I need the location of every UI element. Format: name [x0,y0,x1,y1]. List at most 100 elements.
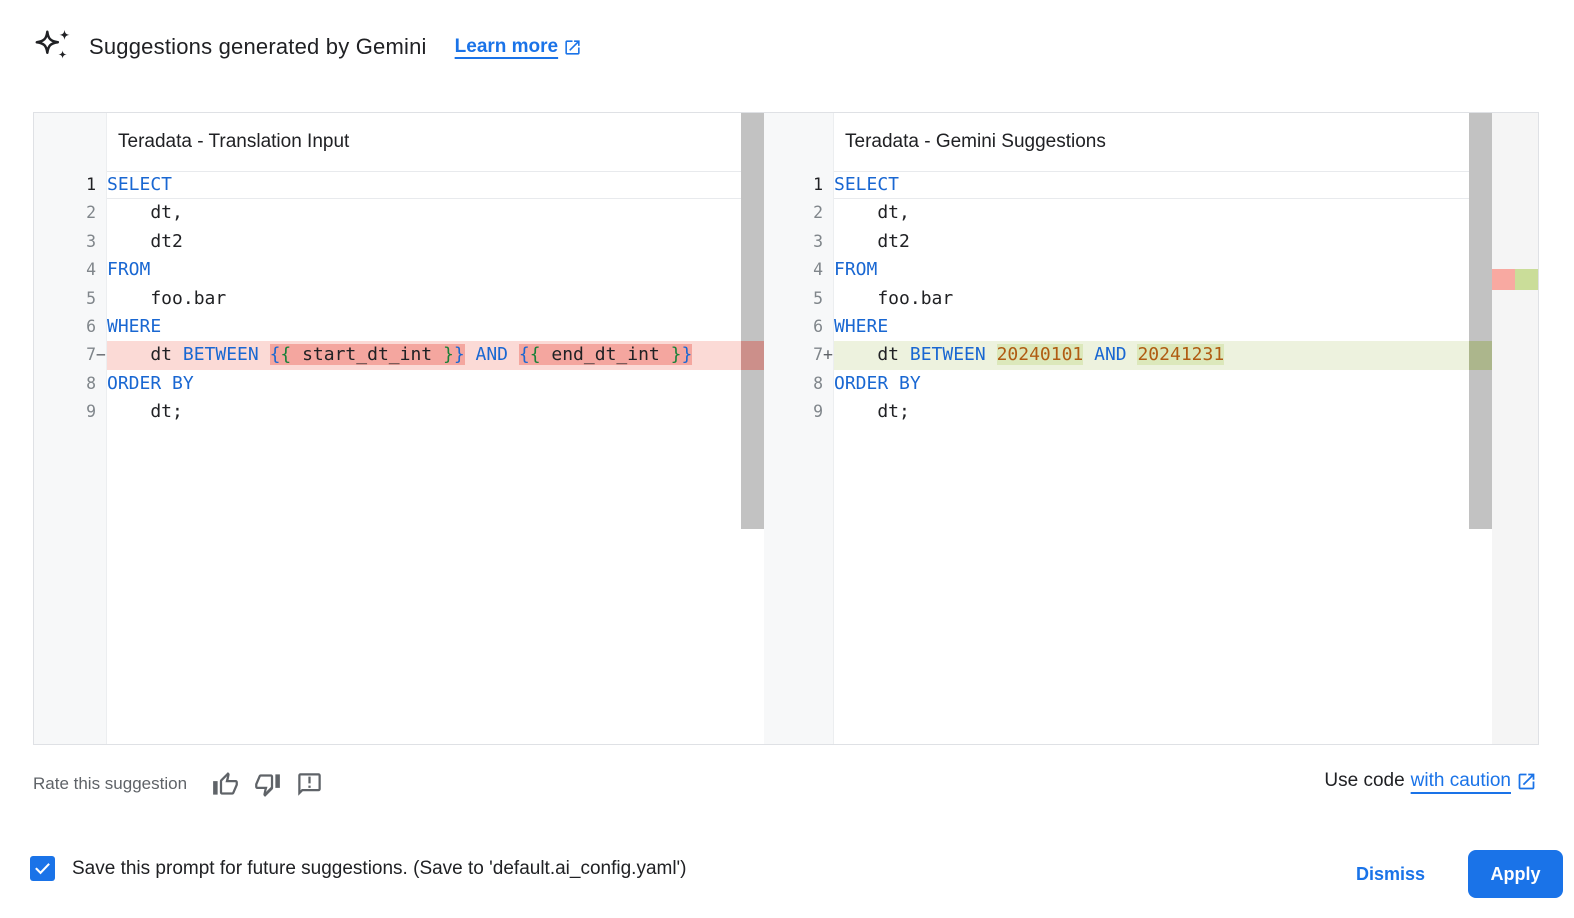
code-line: dt; [834,398,1469,426]
diff-added-scroll-mark [1469,341,1492,370]
save-prompt-label: Save this prompt for future suggestions.… [72,857,687,879]
overview-added-mark [1515,269,1538,290]
code-token: start_dt_int [291,344,443,366]
line-number: 3 [813,231,823,251]
page-title: Suggestions generated by Gemini [89,34,427,59]
overview-removed-mark [1492,269,1515,290]
diff-overview-ruler [1492,113,1538,744]
code-token: dt; [107,401,183,423]
diff-sign: − [96,345,106,365]
code-token: foo.bar [834,287,954,309]
code-token: dt [834,344,910,366]
code-token [986,344,997,365]
code-line: foo.bar [834,285,1469,313]
code-token: { [269,344,281,366]
scrollbar-thumb[interactable] [741,113,764,529]
code-line: dt2 [834,228,1469,256]
code-token: FROM [834,259,878,281]
left-editor-scrollbar[interactable] [741,113,764,744]
code-token: FROM [107,259,151,281]
code-line: dt BETWEEN 20240101 AND 20241231 [834,341,1469,370]
code-line: dt; [107,398,741,426]
line-number: 6 [86,316,96,336]
code-token: end_dt_int [540,344,671,366]
code-token: { [280,344,292,366]
learn-more-link[interactable]: Learn more [455,36,582,58]
code-token: dt [107,344,183,366]
code-token [1083,344,1094,365]
line-number: 3 [86,231,96,251]
code-token [508,344,519,365]
line-number: 7+ [764,341,833,369]
line-number: 4 [813,260,823,280]
line-number: 2 [86,203,96,223]
code-token [465,344,476,365]
code-line: WHERE [107,313,741,341]
line-number: 8 [813,373,823,393]
thumb-up-button[interactable] [211,770,239,798]
save-prompt-option[interactable]: Save this prompt for future suggestions.… [30,856,687,881]
apply-button[interactable]: Apply [1468,850,1563,898]
save-prompt-checkbox[interactable] [30,856,55,881]
code-line: ORDER BY [834,370,1469,398]
code-line: dt, [834,199,1469,227]
code-line: FROM [107,256,741,284]
left-editor-title: Teradata - Translation Input [118,131,350,152]
code-token: ORDER BY [834,372,921,394]
line-number: 6 [813,316,823,336]
code-token: SELECT [834,174,900,195]
code-token: } [453,344,465,366]
right-editor-scrollbar[interactable] [1469,113,1492,744]
dismiss-button[interactable]: Dismiss [1338,855,1443,893]
open-in-new-icon [565,39,580,55]
learn-more-label: Learn more [454,36,559,57]
code-line: foo.bar [107,285,741,313]
use-code-text: Use code [1324,770,1405,791]
left-editor[interactable]: Teradata - Translation Input SELECT dt, … [106,113,741,744]
line-number: 9 [813,402,823,422]
check-icon [35,863,50,875]
line-number: 8 [86,373,96,393]
code-token: WHERE [107,315,162,337]
code-token: SELECT [107,174,173,195]
gutter-spacer [764,113,833,171]
code-token: 20240101 [996,344,1084,366]
right-editor-title: Teradata - Gemini Suggestions [845,131,1106,152]
code-token: AND [475,344,509,366]
diff-removed-scroll-mark [741,341,764,370]
thumb-down-icon [254,773,280,797]
code-line: ORDER BY [107,370,741,398]
line-number: 2 [813,203,823,223]
code-line: SELECT [107,171,741,199]
code-token: } [442,344,454,366]
line-number: 9 [86,402,96,422]
with-caution-link[interactable]: with caution [1410,770,1511,791]
code-token: 20241231 [1137,344,1225,366]
code-token: dt2 [107,230,183,252]
code-token: dt2 [834,230,910,252]
line-number: 1 [86,175,96,194]
line-number: 1 [813,175,823,194]
code-line: FROM [834,256,1469,284]
code-line: dt2 [107,228,741,256]
code-token: { [529,344,541,366]
code-token: AND [1094,344,1127,366]
rate-row: Rate this suggestion [33,768,337,800]
code-token: BETWEEN [909,344,986,366]
line-number: 4 [86,260,96,280]
code-token: } [681,344,693,366]
code-token: dt, [107,202,183,224]
scrollbar-thumb[interactable] [1469,113,1492,529]
code-token: } [670,344,682,366]
gemini-sparkle-icon [33,26,75,68]
code-token: dt, [834,202,910,224]
right-editor[interactable]: Teradata - Gemini Suggestions SELECT dt,… [833,113,1469,744]
diff-sign: + [823,345,833,365]
feedback-button[interactable] [295,770,323,798]
thumb-down-button[interactable] [253,770,281,798]
header: Suggestions generated by Gemini Learn mo… [33,26,582,68]
code-token: { [518,344,530,366]
